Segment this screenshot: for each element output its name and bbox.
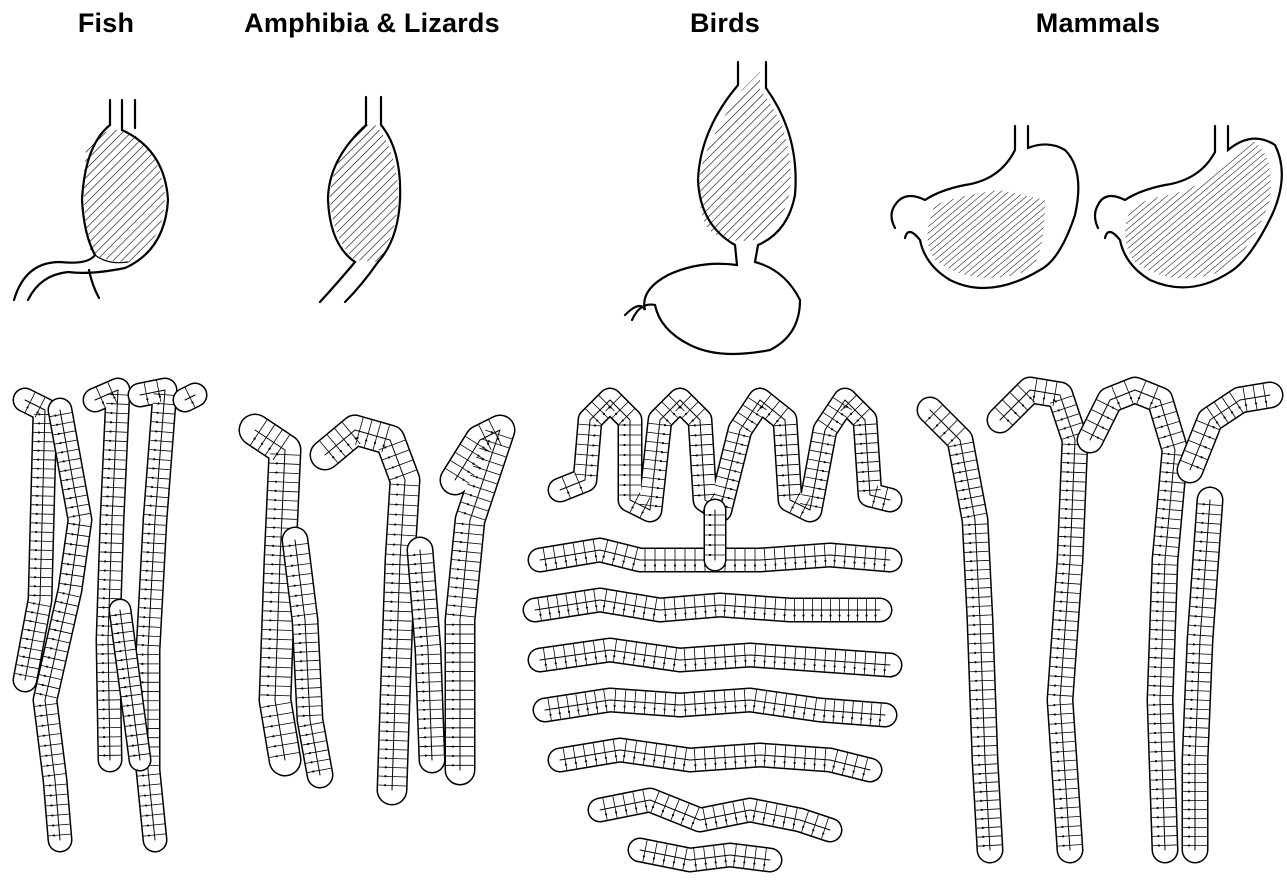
stomach-amphibia — [320, 97, 400, 302]
gland-mammal-5 — [1183, 500, 1222, 850]
gland-amphibia-5 — [446, 420, 512, 770]
stomach-birds — [625, 62, 800, 354]
gland-amphibia-3 — [320, 418, 419, 790]
stomach-mammal-1 — [892, 126, 1079, 288]
gland-fish-5 — [185, 388, 195, 408]
gland-birds-row-4 — [545, 689, 885, 725]
gastric-glands — [15, 379, 1270, 870]
gland-birds-row-7 — [640, 840, 770, 870]
gland-amphibia-4 — [408, 550, 443, 760]
gland-birds-row-2 — [535, 590, 880, 621]
gland-birds-duct — [705, 510, 725, 560]
gland-mammal-1 — [925, 405, 1001, 850]
gland-birds-row-5 — [560, 740, 870, 780]
gland-mammal-3 — [1082, 381, 1187, 850]
stomach-fish — [14, 100, 168, 300]
stomach-mammal-2 — [1095, 126, 1282, 287]
gland-birds-row-6 — [600, 790, 830, 839]
gland-birds-row-3 — [540, 640, 890, 676]
gland-birds-surface — [560, 395, 890, 518]
gland-mammal-4 — [1181, 384, 1270, 470]
gland-mammal-2 — [995, 379, 1087, 850]
